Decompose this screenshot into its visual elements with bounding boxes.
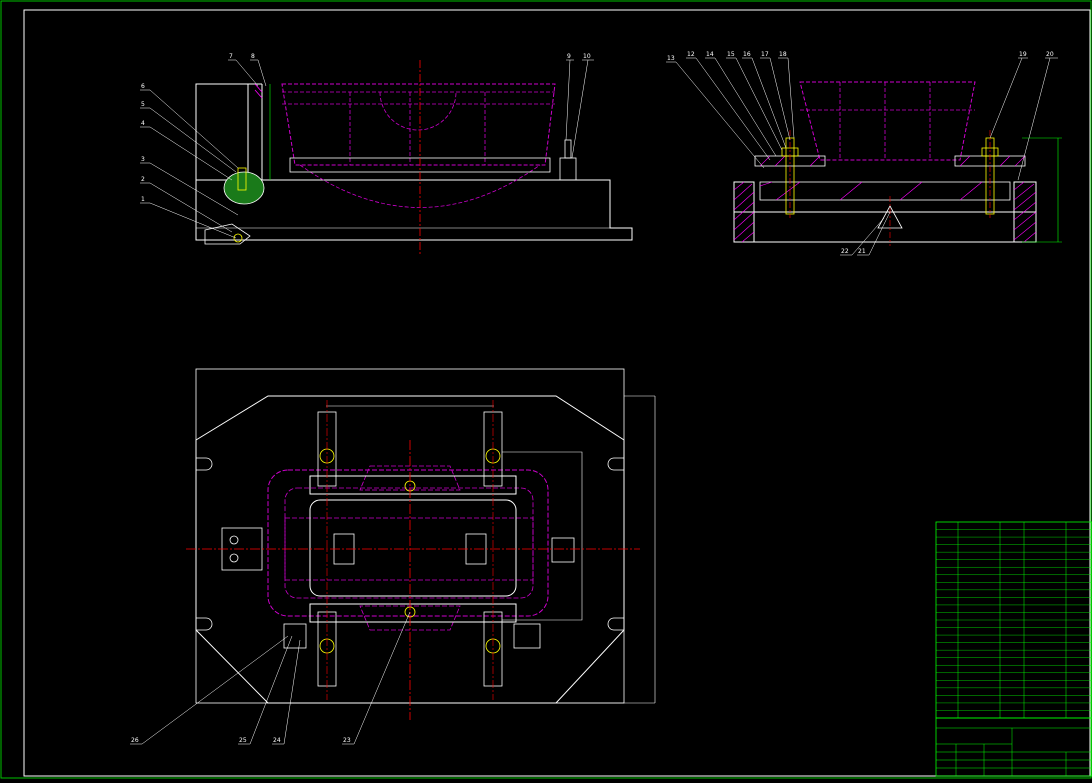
balloon-label: 5	[141, 101, 145, 108]
side-support-bar	[759, 181, 1011, 201]
front-balloon-4: 4	[140, 120, 233, 181]
plan-hidden-right	[502, 451, 583, 621]
title-block-frame	[935, 717, 1092, 777]
balloon-label: 16	[743, 51, 751, 58]
plan-block-br	[513, 623, 541, 649]
plan-slot-right-bottom	[607, 617, 624, 631]
front-clamp-cam	[223, 171, 265, 205]
plan-clamp-bar-bottom	[309, 603, 517, 623]
balloon-label: 17	[761, 51, 769, 58]
side-balloon-13: 13	[666, 55, 765, 169]
side-right-hatch	[1013, 181, 1037, 243]
front-right-pin	[564, 139, 572, 159]
side-view: 13 12 14 15 16 17 18	[666, 51, 1062, 256]
side-balloon-18: 18	[778, 51, 795, 139]
balloon-label: 6	[141, 83, 145, 90]
title-block	[935, 717, 1092, 777]
front-view: 7 8 6 5 4 3 2	[140, 53, 633, 254]
balloon-label: 21	[858, 248, 866, 255]
balloon-label: 7	[229, 53, 233, 60]
side-balloon-16: 16	[742, 51, 787, 149]
side-balloon-22: 22	[840, 217, 885, 256]
front-balloon-3: 3	[140, 156, 239, 216]
balloon-label: 13	[667, 55, 675, 62]
balloon-label: 2	[141, 176, 145, 183]
balloon-label: 12	[687, 51, 695, 58]
balloon-label: 14	[706, 51, 714, 58]
side-left-hatch	[733, 181, 755, 243]
plan-clamp-bar-top	[309, 475, 517, 495]
side-clamp-hatch	[759, 155, 1026, 167]
plan-block-bl	[283, 623, 307, 649]
plan-balloon-25: 25	[238, 635, 293, 745]
balloon-label: 26	[131, 737, 139, 744]
front-balloon-5: 5	[140, 101, 237, 173]
front-left-upright	[195, 83, 249, 181]
front-balloon-6: 6	[140, 83, 239, 169]
side-balloon-20: 20	[1017, 51, 1058, 181]
plan-slot-right-top	[607, 457, 624, 471]
front-balloon-1: 1	[140, 196, 237, 239]
front-hatch	[254, 83, 263, 99]
plan-view: 26 25 24 23	[130, 368, 656, 745]
balloon-label: 24	[273, 737, 281, 744]
balloon-label: 4	[141, 120, 145, 127]
front-lever-pin	[233, 233, 243, 243]
balloon-label: 19	[1019, 51, 1027, 58]
plan-block-left-hole-2	[229, 553, 239, 563]
front-balloon-7: 7	[228, 53, 259, 87]
plan-block-right	[551, 537, 575, 563]
balloon-label: 20	[1046, 51, 1054, 58]
plan-block-left-hole-1	[229, 535, 239, 545]
plan-workpiece-inner	[284, 487, 534, 599]
side-balloon-12: 12	[686, 51, 771, 161]
front-right-block	[559, 157, 577, 181]
plan-balloon-23: 23	[342, 611, 411, 745]
plan-support-frame	[309, 499, 517, 597]
plan-workpiece-outer	[267, 469, 549, 617]
balloon-label: 23	[343, 737, 351, 744]
balloon-label: 18	[779, 51, 787, 58]
balloon-label: 10	[583, 53, 591, 60]
front-balloon-10: 10	[571, 53, 594, 159]
side-base	[733, 211, 1037, 243]
front-workpiece-outline	[281, 83, 556, 166]
balloon-label: 25	[239, 737, 247, 744]
plan-workpiece-boss-top	[359, 465, 461, 491]
side-balloon-14: 14	[705, 51, 777, 157]
front-lever	[204, 223, 251, 245]
bom-table	[935, 521, 1092, 719]
front-workpiece-bore	[379, 91, 457, 131]
plan-balloon-24: 24	[272, 639, 301, 745]
plan-slot-left-bottom	[196, 617, 213, 631]
side-left-wall	[733, 181, 755, 243]
front-balloon-8: 8	[250, 53, 267, 87]
front-clamp-bolt	[237, 167, 247, 191]
plan-balloon-26: 26	[130, 635, 289, 745]
sheet-border-inner	[23, 9, 1091, 777]
bom-rows	[936, 529, 1092, 711]
plan-slot-left-top	[196, 457, 213, 471]
side-workpiece	[799, 81, 976, 161]
side-balloon-17: 17	[760, 51, 791, 141]
balloon-label: 8	[251, 53, 255, 60]
balloon-label: 15	[727, 51, 735, 58]
plan-workpiece-boss-bottom	[359, 605, 461, 631]
balloon-label: 22	[841, 248, 849, 255]
balloon-label: 1	[141, 196, 145, 203]
side-balloon-15: 15	[726, 51, 783, 151]
side-balloon-19: 19	[989, 51, 1028, 139]
balloon-label: 9	[567, 53, 571, 60]
side-balloon-21: 21	[857, 211, 891, 256]
side-support-hatch	[759, 181, 983, 201]
balloon-label: 3	[141, 156, 145, 163]
front-balloon-9: 9	[565, 53, 574, 141]
front-balloon-2: 2	[140, 176, 233, 233]
